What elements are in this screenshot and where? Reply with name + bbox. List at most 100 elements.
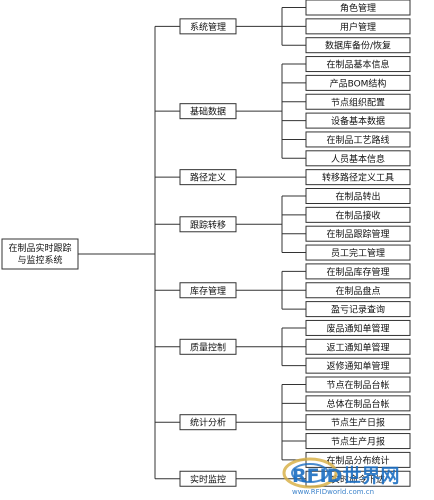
leaf-4-2: 盈亏记录查询 (305, 301, 411, 318)
leaf-1-2-label: 节点组织配置 (331, 96, 385, 108)
leaf-2-0-box (305, 169, 411, 186)
module-1-box (179, 103, 237, 120)
leaf-3-3-label: 员工完工管理 (331, 247, 385, 259)
leaf-4-1: 在制品盘点 (305, 282, 411, 299)
leaf-3-1: 在制品接收 (305, 206, 411, 223)
module-0: 系统管理 (179, 18, 237, 35)
leaf-3-0-label: 在制品转出 (335, 191, 380, 203)
rfidworld-watermark: RFID世界网 www.RFIDworld.com.cn (282, 457, 399, 496)
leaf-1-3: 设备基本数据 (305, 112, 411, 129)
leaf-1-0-label: 在制品基本信息 (326, 59, 389, 71)
leaf-0-2-label: 数据库备份/恢复 (325, 40, 391, 52)
root-node: 在制品实时跟踪与监控系统 (1, 238, 79, 270)
leaf-1-5: 人员基本信息 (305, 150, 411, 167)
module-3-label: 跟踪转移 (190, 219, 226, 231)
module-3-box (179, 216, 237, 233)
leaf-3-2-label: 在制品跟踪管理 (326, 228, 389, 240)
leaf-4-0: 在制品库存管理 (305, 263, 411, 280)
leaf-0-2-box (305, 37, 411, 54)
module-0-label: 系统管理 (190, 21, 226, 33)
leaf-0-0-label: 角色管理 (340, 2, 376, 14)
leaf-6-0-box (305, 376, 411, 393)
module-6-label: 统计分析 (190, 417, 226, 429)
leaf-6-2-label: 节点生产日报 (331, 417, 385, 429)
module-7-box (179, 470, 237, 487)
module-6-box (179, 414, 237, 431)
leaf-3-0: 在制品转出 (305, 188, 411, 204)
module-5: 质量控制 (179, 338, 237, 355)
leaf-4-2-label: 盈亏记录查询 (331, 304, 385, 316)
leaf-1-2: 节点组织配置 (305, 93, 411, 110)
leaf-1-5-label: 人员基本信息 (331, 153, 385, 165)
leaf-6-2: 节点生产日报 (305, 414, 411, 431)
leaf-1-0-box (305, 56, 411, 73)
leaf-0-0: 角色管理 (305, 0, 411, 16)
leaf-6-0-label: 节点在制品台帐 (326, 379, 389, 391)
root-node-box (1, 238, 79, 270)
leaf-5-2: 返修通知单管理 (305, 357, 411, 374)
leaf-1-1: 产品BOM结构 (305, 74, 411, 91)
leaf-6-3: 节点生产月报 (305, 433, 411, 450)
leaf-1-4-box (305, 131, 411, 148)
module-0-box (179, 18, 237, 35)
leaf-2-0: 转移路径定义工具 (305, 169, 411, 186)
leaf-4-0-box (305, 263, 411, 280)
leaf-0-1-label: 用户管理 (340, 21, 376, 33)
leaf-6-1: 总体在制品台帐 (305, 395, 411, 412)
leaf-3-0-box (305, 188, 411, 204)
module-4-label: 库存管理 (190, 285, 226, 297)
leaf-1-4: 在制品工艺路线 (305, 131, 411, 148)
leaf-5-1-label: 返工通知单管理 (326, 341, 389, 353)
leaf-6-2-box (305, 414, 411, 431)
root-node-label: 在制品实时跟踪与监控系统 (8, 242, 71, 266)
leaf-6-3-box (305, 433, 411, 450)
leaf-4-0-label: 在制品库存管理 (326, 266, 389, 278)
leaf-6-0: 节点在制品台帐 (305, 376, 411, 393)
module-2-box (179, 169, 237, 186)
leaf-5-0-label: 废品通知单管理 (326, 322, 389, 334)
leaf-3-2-box (305, 225, 411, 242)
leaf-0-1-box (305, 18, 411, 35)
leaf-7-0-box (305, 470, 411, 487)
leaf-1-4-label: 在制品工艺路线 (326, 134, 389, 146)
module-5-box (179, 338, 237, 355)
leaf-3-3: 员工完工管理 (305, 244, 411, 261)
leaf-4-1-label: 在制品盘点 (335, 285, 380, 297)
module-7: 实时监控 (179, 470, 237, 487)
leaf-3-2: 在制品跟踪管理 (305, 225, 411, 242)
leaf-6-1-label: 总体在制品台帐 (326, 398, 389, 410)
leaf-4-1-box (305, 282, 411, 299)
leaf-1-3-label: 设备基本数据 (331, 115, 385, 127)
connector-lines (78, 7, 306, 480)
leaf-1-1-label: 产品BOM结构 (330, 77, 387, 89)
leaf-5-0-box (305, 319, 411, 336)
leaf-6-1-box (305, 395, 411, 412)
leaf-5-2-label: 返修通知单管理 (326, 360, 389, 372)
leaf-3-3-box (305, 244, 411, 261)
module-5-label: 质量控制 (190, 341, 226, 353)
watermark-url-text: www.RFIDworld.com.cn (292, 488, 374, 496)
leaf-5-1-box (305, 338, 411, 355)
leaf-0-1: 用户管理 (305, 18, 411, 35)
leaf-5-1: 返工通知单管理 (305, 338, 411, 355)
leaf-3-1-label: 在制品接收 (335, 209, 380, 221)
module-1: 基础数据 (179, 103, 237, 120)
module-1-label: 基础数据 (190, 106, 226, 118)
watermark-logo-text: RFID世界网 (292, 465, 399, 487)
module-6: 统计分析 (179, 414, 237, 431)
leaf-0-0-box (305, 0, 411, 16)
module-4-box (179, 282, 237, 299)
module-7-label: 实时监控 (190, 473, 226, 485)
module-2-label: 路径定义 (190, 172, 226, 184)
leaf-7-0: 实时命令下达 (305, 470, 411, 487)
leaf-1-0: 在制品基本信息 (305, 56, 411, 73)
leaf-6-3-label: 节点生产月报 (331, 436, 385, 448)
leaf-5-2-box (305, 357, 411, 374)
module-4: 库存管理 (179, 282, 237, 299)
leaf-0-2: 数据库备份/恢复 (305, 37, 411, 54)
leaf-7-0-label: 实时命令下达 (331, 473, 385, 485)
leaf-3-1-box (305, 206, 411, 223)
leaf-1-2-box (305, 93, 411, 110)
leaf-1-1-box (305, 74, 411, 91)
